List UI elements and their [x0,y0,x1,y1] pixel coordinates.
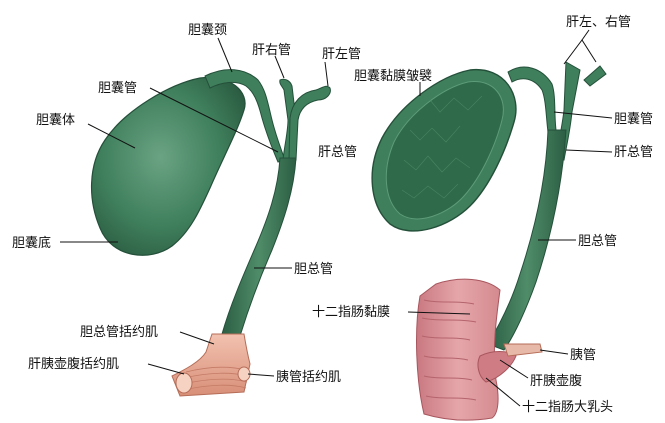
lead-bile-duct-sphincter [180,332,214,344]
label-mucosal-folds: 胆囊黏膜皱襞 [354,68,432,84]
label-right-hepatic-duct: 肝右管 [252,43,291,58]
label-pancreatic-duct-sphincter: 胰管括约肌 [276,370,341,385]
label-cystic-duct: 胆囊管 [98,80,137,96]
label-ampulla-sphincter: 肝胰壶腹括约肌 [28,356,119,372]
right-figure: 肝左、右管 胆囊黏膜皱襞 胆囊管 肝总管 胆总管 十二指肠黏膜 胰管 肝胰壶腹 … [312,15,653,420]
lead-right-common-hepatic-duct [566,150,612,152]
lead-left-hepatic-duct [325,62,328,86]
label-pancreatic-duct: 胰管 [570,348,596,363]
label-left-hepatic-duct: 肝左管 [322,47,361,62]
right-gallbladder-mucosa [386,81,503,218]
left-figure: 胆囊颈 肝右管 肝左管 胆囊管 胆囊体 肝总管 胆囊底 胆总管 胆总管括约肌 肝… [12,22,361,396]
lead-gallbladder-neck [218,38,232,72]
right-duodenum-shape [417,279,500,420]
right-ducts-branch [564,40,596,64]
left-ampulla-opening [176,373,192,393]
label-gallbladder-neck: 胆囊颈 [188,22,227,38]
lead-pancreatic-duct [540,350,568,354]
label-common-hepatic-duct: 肝总管 [318,145,357,160]
label-hepatic-ducts: 肝左、右管 [566,15,631,30]
left-gallbladder-shape [92,77,246,255]
label-right-common-bile-duct: 胆总管 [578,234,617,249]
lead-hepatic-ducts [582,30,589,40]
right-pancreatic-duct-shape [504,344,542,356]
label-gallbladder-fundus: 胆囊底 [12,235,51,251]
lead-ampulla-sphincter [148,364,184,374]
label-ampulla: 肝胰壶腹 [530,373,582,389]
left-common-bile-duct-shape [222,158,296,336]
label-right-cystic-duct: 胆囊管 [614,111,653,127]
label-common-bile-duct: 胆总管 [294,262,333,277]
lead-right-hepatic-duct [275,56,284,78]
lead-pancreatic-duct-sphincter [248,374,274,376]
label-gallbladder-body: 胆囊体 [36,112,75,128]
label-papilla: 十二指肠大乳头 [522,400,613,415]
label-duodenal-mucosa: 十二指肠黏膜 [312,304,390,320]
label-bile-duct-sphincter: 胆总管括约肌 [80,325,158,340]
label-right-common-hepatic-duct: 肝总管 [614,145,653,160]
